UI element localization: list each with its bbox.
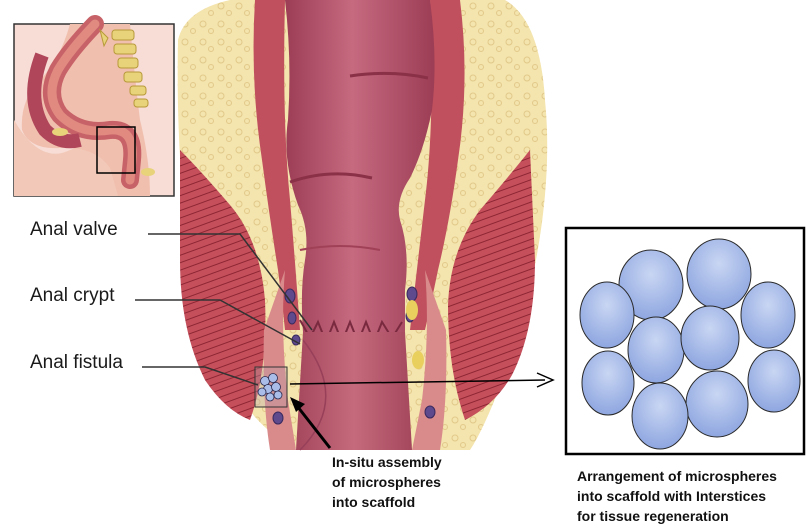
microsphere — [628, 317, 684, 383]
caption-arrangement-line: Arrangement of microspheres — [577, 466, 777, 486]
caption-arrangement-line: for tissue regeneration — [577, 506, 777, 526]
label-anal-crypt: Anal crypt — [30, 285, 114, 307]
microsphere — [681, 306, 739, 370]
label-anal-valve: Anal valve — [30, 219, 118, 241]
scaffold-box — [566, 228, 804, 454]
microsphere — [582, 351, 634, 415]
caption-in-situ: In-situ assembly of microspheres into sc… — [332, 452, 442, 512]
microsphere — [741, 282, 795, 348]
fistula-site — [255, 367, 287, 407]
label-anal-fistula: Anal fistula — [30, 352, 123, 374]
microsphere — [686, 371, 748, 437]
caption-in-situ-line: of microspheres — [332, 472, 442, 492]
microsphere — [748, 350, 800, 412]
microsphere — [580, 282, 634, 348]
microsphere — [687, 239, 751, 309]
microsphere — [632, 383, 688, 449]
caption-in-situ-line: into scaffold — [332, 492, 442, 512]
inset-thumbnail — [14, 24, 174, 196]
caption-in-situ-line: In-situ assembly — [332, 452, 442, 472]
caption-arrangement: Arrangement of microspheres into scaffol… — [577, 466, 777, 526]
caption-arrangement-line: into scaffold with Interstices — [577, 486, 777, 506]
